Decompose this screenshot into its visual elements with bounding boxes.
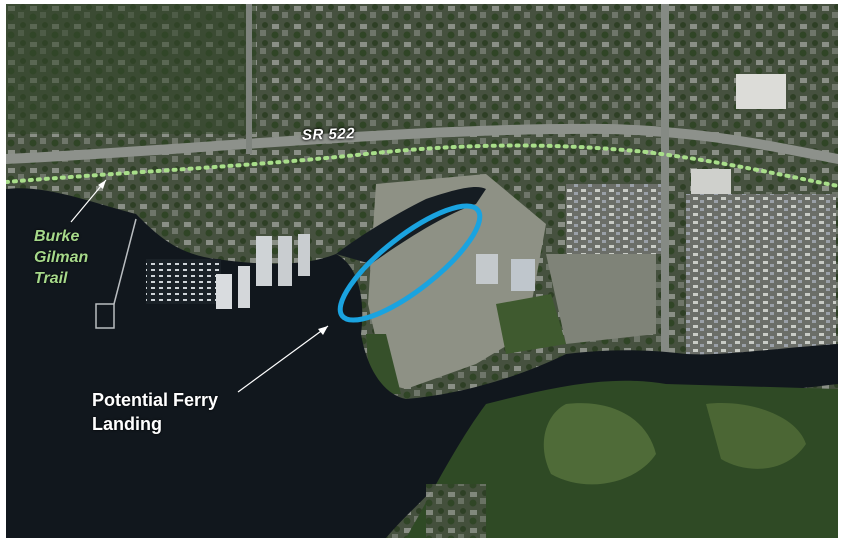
- ferry-landing-ellipse[interactable]: [326, 189, 495, 337]
- vertical-street: [661, 4, 669, 538]
- parking-lot: [686, 194, 836, 374]
- ferry-landing-label: Potential Ferry Landing: [92, 388, 218, 436]
- trail-label-line-3: Trail: [34, 270, 68, 287]
- trail-label-line-1: Burke: [34, 228, 80, 245]
- burke-gilman-trail-line: [6, 143, 838, 188]
- ferry-label-line-2: Landing: [92, 414, 162, 434]
- ferry-pointer-arrow: [237, 325, 329, 393]
- ferry-label-line-1: Potential Ferry: [92, 390, 219, 410]
- satellite-map[interactable]: SR 522 Burke Gilman Trail Potential Ferr…: [6, 4, 838, 538]
- sr-522-road: [6, 123, 838, 164]
- trail-pointer-arrow: [70, 179, 107, 223]
- trail-label-line-2: Gilman: [34, 249, 89, 266]
- trail-label: Burke Gilman Trail: [34, 226, 88, 289]
- marina: [146, 259, 221, 304]
- aerial-imagery: [6, 4, 838, 538]
- road-label: SR 522: [301, 125, 356, 144]
